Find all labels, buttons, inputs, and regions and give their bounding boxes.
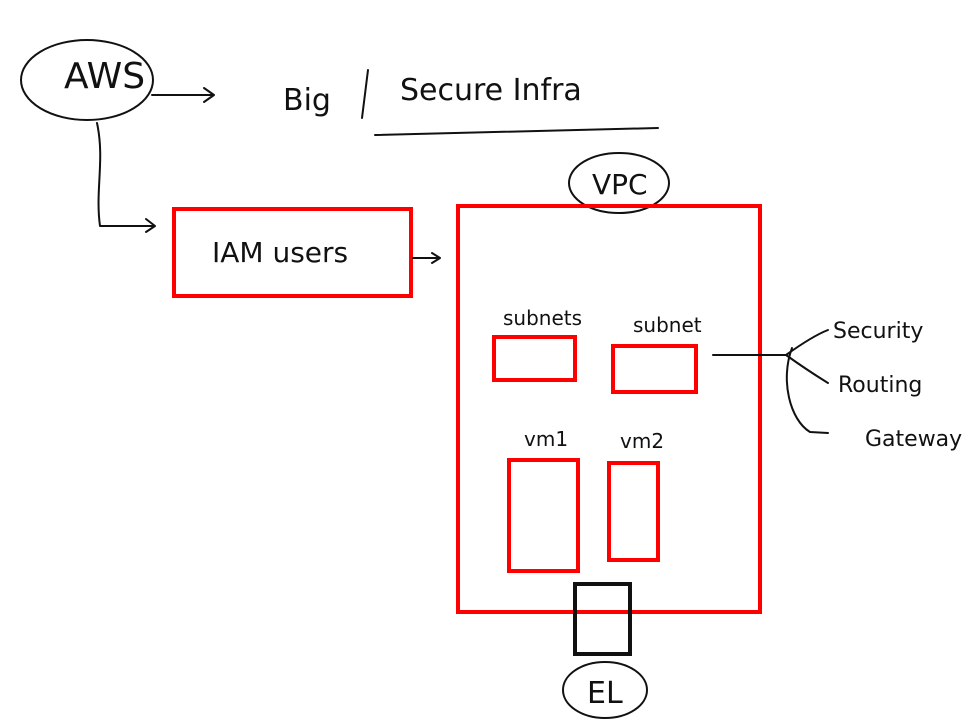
routing-label: Routing [838, 373, 922, 398]
vpc-box [456, 204, 762, 614]
gateway-label: Gateway [865, 427, 962, 452]
vm1-box [507, 458, 580, 573]
vm2-label: vm2 [620, 429, 664, 453]
branch-routing [785, 354, 829, 384]
title-big: Big [283, 83, 331, 118]
aws-ellipse [20, 39, 154, 121]
vm2-box [607, 461, 660, 562]
subnet-left-box [492, 335, 577, 382]
vm1-label: vm1 [524, 427, 568, 451]
aws-label: AWS [64, 56, 145, 97]
aws-to-title-arrow [151, 87, 215, 103]
subnet-left-label: subnets [503, 306, 582, 330]
el-box [573, 582, 632, 656]
vpc-ellipse [568, 152, 670, 214]
title-secure-infra: Secure Infra [400, 73, 582, 108]
branch-gateway [785, 347, 829, 434]
title-divider [361, 69, 369, 119]
iam-users-label: IAM users [212, 236, 348, 269]
iam-users-box [172, 207, 413, 298]
el-label: EL [587, 676, 623, 711]
title-underline [374, 127, 659, 136]
subnet-right-label: subnet [633, 313, 702, 337]
security-label: Security [833, 319, 923, 344]
vpc-label: VPC [592, 168, 648, 201]
el-ellipse [562, 661, 648, 719]
iam-to-vpc-arrow [412, 252, 441, 264]
subnet-right-box [611, 344, 698, 394]
branch-security [785, 329, 829, 356]
aws-to-iam-connector [96, 122, 156, 233]
